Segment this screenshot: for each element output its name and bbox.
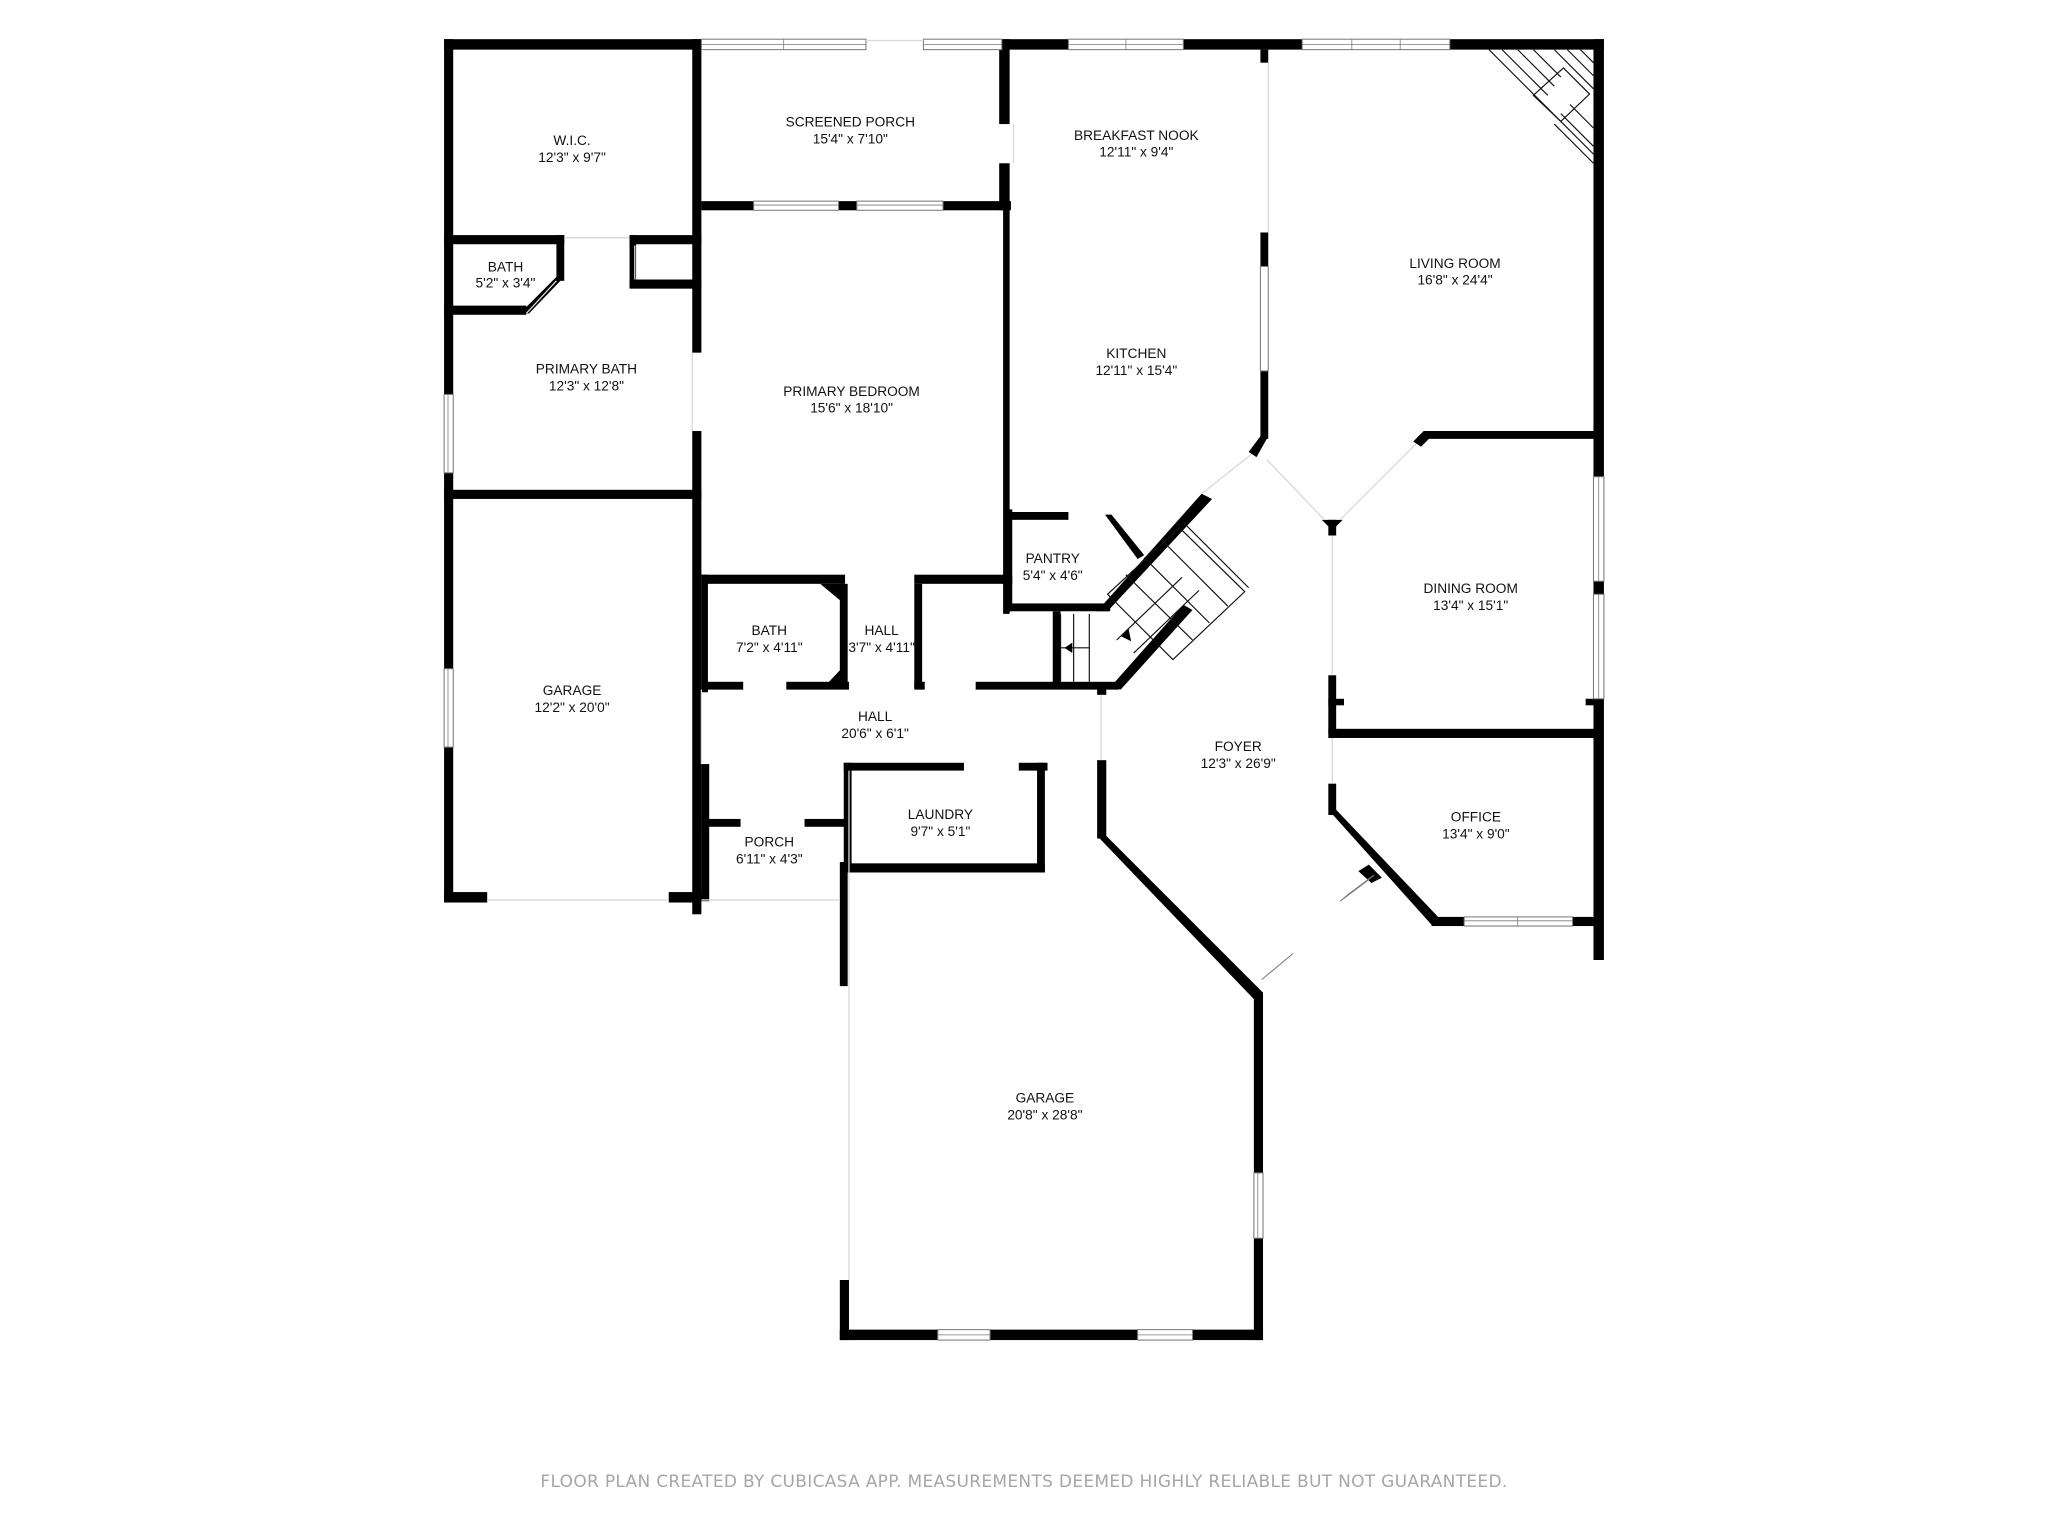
room-foyer: FOYER 12'3" x 26'9" bbox=[1201, 739, 1276, 771]
room-garage-main: GARAGE 20'8" x 28'8" bbox=[1007, 1090, 1082, 1122]
openings bbox=[487, 39, 1417, 1280]
room-dims: 12'3" x 12'8" bbox=[549, 379, 624, 394]
room-name: BATH bbox=[752, 623, 788, 638]
room-name: W.I.C. bbox=[553, 133, 590, 148]
room-dims: 12'2" x 20'0" bbox=[535, 700, 610, 715]
room-dims: 12'3" x 26'9" bbox=[1201, 756, 1276, 771]
room-dims: 9'7" x 5'1" bbox=[910, 824, 970, 839]
room-dims: 12'3" x 9'7" bbox=[538, 150, 606, 165]
room-dims: 15'6" x 18'10" bbox=[810, 401, 893, 416]
room-bath-small: BATH 5'2" x 3'4" bbox=[476, 260, 536, 291]
room-name: PRIMARY BEDROOM bbox=[783, 384, 920, 399]
room-name: LAUNDRY bbox=[908, 807, 973, 822]
room-name: DINING ROOM bbox=[1423, 581, 1517, 596]
room-dims: 20'8" x 28'8" bbox=[1007, 1107, 1082, 1122]
room-hall-small: HALL 3'7" x 4'11" bbox=[848, 623, 915, 655]
room-name: BREAKFAST NOOK bbox=[1074, 128, 1199, 143]
room-breakfast-nook: BREAKFAST NOOK 12'11" x 9'4" bbox=[1074, 128, 1199, 160]
room-name: FOYER bbox=[1215, 739, 1262, 754]
room-name: HALL bbox=[864, 623, 899, 638]
room-dims: 12'11" x 15'4" bbox=[1095, 363, 1177, 378]
room-name: OFFICE bbox=[1451, 810, 1501, 825]
room-dims: 5'4" x 4'6" bbox=[1023, 568, 1083, 583]
room-dims: 15'4" x 7'10" bbox=[813, 132, 888, 147]
room-dims: 3'7" x 4'11" bbox=[848, 640, 915, 655]
room-dims: 7'2" x 4'11" bbox=[736, 640, 803, 655]
room-dims: 5'2" x 3'4" bbox=[476, 275, 536, 290]
room-dining-room: DINING ROOM 13'4" x 15'1" bbox=[1423, 581, 1517, 613]
room-screened-porch: SCREENED PORCH 15'4" x 7'10" bbox=[786, 115, 915, 147]
room-bath: BATH 7'2" x 4'11" bbox=[736, 623, 803, 655]
room-name: PANTRY bbox=[1026, 551, 1080, 566]
room-dims: 13'4" x 9'0" bbox=[1442, 827, 1510, 842]
room-wic: W.I.C. 12'3" x 9'7" bbox=[538, 133, 606, 165]
room-pantry: PANTRY 5'4" x 4'6" bbox=[1023, 551, 1083, 583]
room-dims: 20'6" x 6'1" bbox=[841, 726, 909, 741]
fireplace-icon bbox=[1488, 49, 1594, 164]
room-garage-left: GARAGE 12'2" x 20'0" bbox=[535, 683, 610, 715]
footer-disclaimer: FLOOR PLAN CREATED BY CUBICASA APP. MEAS… bbox=[540, 1472, 1508, 1492]
room-porch: PORCH 6'11" x 4'3" bbox=[736, 834, 803, 866]
room-labels: W.I.C. 12'3" x 9'7" SCREENED PORCH 15'4"… bbox=[476, 115, 1518, 1123]
room-name: PORCH bbox=[745, 834, 795, 849]
room-living-room: LIVING ROOM 16'8" x 24'4" bbox=[1409, 256, 1500, 288]
room-name: PRIMARY BATH bbox=[536, 362, 637, 377]
room-kitchen: KITCHEN 12'11" x 15'4" bbox=[1095, 346, 1177, 378]
room-primary-bedroom: PRIMARY BEDROOM 15'6" x 18'10" bbox=[783, 384, 920, 416]
walls bbox=[444, 39, 1604, 1341]
room-dims: 16'8" x 24'4" bbox=[1417, 273, 1492, 288]
room-name: HALL bbox=[858, 709, 893, 724]
windows bbox=[443, 38, 1605, 1341]
room-dims: 13'4" x 15'1" bbox=[1433, 598, 1508, 613]
room-dims: 6'11" x 4'3" bbox=[736, 851, 803, 866]
room-name: LIVING ROOM bbox=[1409, 256, 1500, 271]
room-name: GARAGE bbox=[543, 683, 602, 698]
stairs-icon bbox=[1059, 522, 1250, 682]
room-laundry: LAUNDRY 9'7" x 5'1" bbox=[908, 807, 973, 839]
room-name: GARAGE bbox=[1016, 1090, 1075, 1105]
room-primary-bath: PRIMARY BATH 12'3" x 12'8" bbox=[536, 362, 637, 394]
room-name: KITCHEN bbox=[1106, 346, 1166, 361]
room-name: BATH bbox=[488, 260, 524, 275]
room-office: OFFICE 13'4" x 9'0" bbox=[1442, 810, 1510, 842]
room-name: SCREENED PORCH bbox=[786, 115, 915, 130]
room-dims: 12'11" x 9'4" bbox=[1099, 145, 1173, 160]
room-hall-main: HALL 20'6" x 6'1" bbox=[841, 709, 909, 741]
